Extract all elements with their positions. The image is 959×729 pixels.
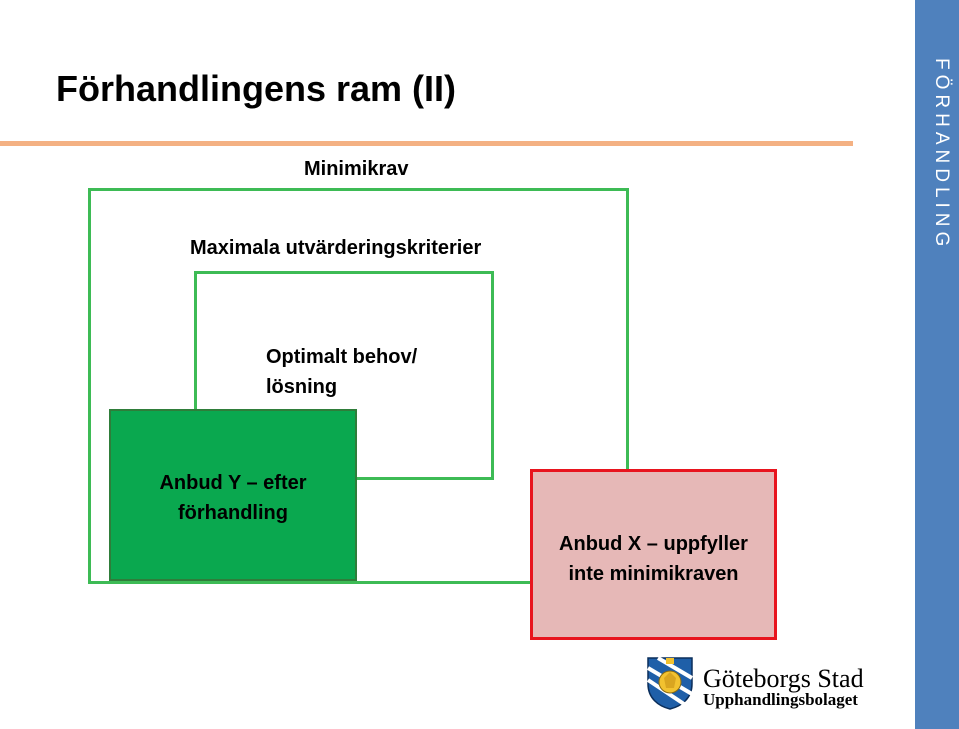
bid-y-label: Anbud Y – efter förhandling (109, 468, 357, 528)
logo-subtitle: Upphandlingsbolaget (703, 690, 858, 709)
bid-x-line1: Anbud X – uppfyller (559, 533, 748, 555)
bid-y-line1: Anbud Y – efter (159, 472, 307, 494)
logo-name: Göteborgs Stad (703, 664, 864, 693)
minimum-requirements-label: Minimikrav (304, 158, 409, 180)
bid-x-label: Anbud X – uppfyller inte minimikraven (530, 529, 777, 589)
optimal-need-line1: Optimalt behov/ (266, 346, 418, 368)
bid-x-line2: inte minimikraven (568, 563, 739, 585)
bid-x-box (530, 469, 777, 640)
bid-y-line2: förhandling (178, 502, 288, 524)
max-criteria-label: Maximala utvärderingskriterier (190, 237, 482, 259)
city-crest-icon (646, 656, 694, 710)
title-divider (0, 141, 853, 146)
optimal-need-line2: lösning (266, 376, 338, 398)
sidebar-bar (915, 0, 959, 729)
page-title: Förhandlingens ram (II) (56, 68, 457, 109)
bid-y-box (109, 409, 357, 581)
minimum-requirements-frame (88, 188, 629, 584)
sidebar-label: FÖRHANDLING (931, 58, 952, 252)
optimal-need-label: Optimalt behov/ lösning (266, 342, 466, 402)
